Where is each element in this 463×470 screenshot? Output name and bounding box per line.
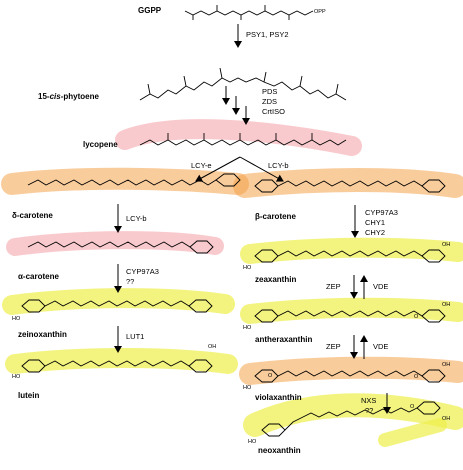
cyp97a3-alpha-enzyme-label: CYP97A3 (126, 267, 159, 276)
violaxanthin-o-left-label: O (268, 373, 273, 379)
neoxanthin-structure (284, 407, 418, 431)
delta-ring (215, 173, 241, 187)
lutein-highlight (5, 348, 238, 374)
neoxanthin-o-label: O (410, 404, 415, 410)
lycopene-highlight (115, 119, 362, 156)
zeaxanthin-label: zeaxanthin (255, 275, 297, 284)
neoxanthin-highlight-tail (378, 418, 447, 447)
zeaxanthin-ho-label: HO (243, 265, 252, 271)
lcy-b-delta-enzyme-label: LCY-b (126, 214, 147, 223)
arrow-lycopene-to-delta (195, 156, 241, 182)
neoxanthin-ring-right (416, 401, 441, 415)
zeinoxanthin-structure (44, 300, 190, 307)
pds-enzyme-label: PDS (262, 87, 278, 96)
violaxanthin-highlight (239, 356, 463, 385)
zep-1-enzyme-label: ZEP (326, 282, 341, 291)
violaxanthin-o-right-label: O (414, 374, 419, 380)
alpha-carotene-structure (27, 241, 191, 248)
zeinoxanthin-ho-label: HO (12, 316, 21, 322)
delta-carotene-structure (27, 179, 217, 186)
zeinoxanthin-highlight (2, 288, 235, 315)
lutein-oh-label: OH (208, 344, 217, 350)
antheraxanthin-structure (277, 310, 423, 317)
unknown-nxs-enzyme-label: ?? (365, 406, 374, 415)
violaxanthin-ring-right (421, 369, 446, 383)
delta-carotene-highlight (1, 167, 249, 195)
phytoene-structure (139, 77, 347, 101)
zeaxanthin-structure (277, 250, 423, 257)
unknown-alpha-enzyme-label: ?? (126, 277, 135, 286)
violaxanthin-oh-label: OH (442, 362, 451, 368)
beta-carotene-structure (277, 180, 423, 187)
psy-enzyme-label: PSY1, PSY2 (246, 30, 289, 39)
vde-2-enzyme-label: VDE (373, 342, 389, 351)
structure-layer (21, 5, 446, 437)
chy2-enzyme-label: CHY2 (365, 228, 386, 237)
alpha-ring (189, 240, 214, 254)
neoxanthin-label: neoxanthin (258, 446, 301, 455)
antheraxanthin-o-label: O (414, 314, 419, 320)
antheraxanthin-ring-right (421, 309, 446, 323)
delta-carotene-label: δ-carotene (12, 211, 53, 220)
zeinoxanthin-ring-right (188, 299, 213, 313)
ggpp-label: GGPP (138, 6, 162, 15)
cyp97a3-beta-enzyme-label: CYP97A3 (365, 208, 398, 217)
antheraxanthin-oh-label: OH (442, 302, 451, 308)
highlight-layer (1, 119, 463, 447)
lcy-b-main-enzyme-label: LCY-b (268, 161, 289, 170)
zeaxanthin-ring-right (421, 249, 446, 263)
lcy-e-enzyme-label: LCY-e (191, 161, 212, 170)
violaxanthin-structure (277, 370, 423, 377)
phytoene-label: 15-cis-phytoene (38, 92, 99, 101)
lutein-ring-right (188, 359, 213, 373)
crtiso-enzyme-label: CrtISO (262, 107, 285, 116)
beta-carotene-highlight (233, 168, 463, 198)
nxs-enzyme-label: NXS (361, 396, 377, 405)
lycopene-label: lycopene (83, 140, 118, 149)
violaxanthin-label: violaxanthin (255, 393, 302, 402)
zds-enzyme-label: ZDS (262, 97, 277, 106)
arrow-lycopene-to-beta (239, 156, 284, 182)
ggpp-structure (184, 10, 314, 16)
lycopene-structure (139, 139, 347, 146)
beta-carotene-label: β-carotene (255, 212, 296, 221)
lutein-ho-label: HO (12, 374, 21, 380)
lutein-label: lutein (18, 391, 40, 400)
alpha-carotene-highlight (6, 231, 224, 256)
vde-1-enzyme-label: VDE (373, 282, 389, 291)
antheraxanthin-ho-label: HO (243, 325, 252, 331)
violaxanthin-ho-label: HO (243, 385, 252, 391)
lut1-enzyme-label: LUT1 (126, 332, 145, 341)
zeinoxanthin-label: zeinoxanthin (18, 330, 67, 339)
arrow-layer (114, 24, 391, 414)
lutein-structure (44, 360, 190, 367)
antheraxanthin-highlight (240, 297, 463, 324)
zeaxanthin-highlight (240, 237, 463, 264)
zeaxanthin-oh-label: OH (442, 242, 451, 248)
antheraxanthin-label: antheraxanthin (255, 335, 313, 344)
zep-2-enzyme-label: ZEP (326, 342, 341, 351)
chy1-enzyme-label: CHY1 (365, 218, 386, 227)
opp-label: OPP (314, 9, 326, 15)
beta-ring-right (421, 179, 446, 193)
neoxanthin-oh-label: OH (442, 416, 451, 422)
neoxanthin-highlight (243, 393, 463, 437)
alpha-carotene-label: α-carotene (18, 272, 59, 281)
neoxanthin-ho-label: HO (248, 439, 257, 445)
